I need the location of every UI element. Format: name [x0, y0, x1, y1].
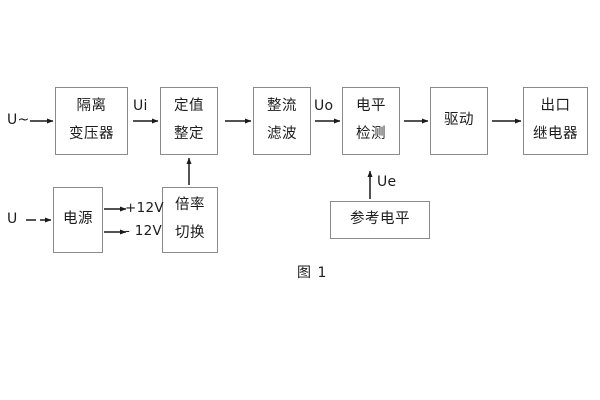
block-power-supply[interactable]: 电源 — [53, 187, 103, 253]
block-level-detection[interactable]: 电平 检测 — [342, 87, 400, 155]
block-setting-value-line1: 定值 — [174, 98, 204, 115]
label-ui: Ui — [133, 98, 148, 114]
block-level-detection-line2: 检测 — [356, 126, 386, 142]
block-multiplier-switch[interactable]: 倍率 切换 — [162, 187, 218, 253]
block-reference-level[interactable]: 参考电平 — [330, 201, 430, 239]
block-isolation-transformer-line1: 隔离 — [76, 98, 107, 115]
label-input-ac: U~ — [7, 112, 30, 128]
block-rectify-filter[interactable]: 整流 滤波 — [253, 87, 311, 155]
label-rail-positive: +12V — [125, 200, 164, 216]
label-ue: Ue — [377, 174, 397, 190]
block-reference-level-line1: 参考电平 — [350, 211, 410, 228]
figure-caption: 图 1 — [297, 265, 328, 281]
block-drive-line1: 驱动 — [444, 112, 474, 129]
label-rail-negative: - 12V — [125, 223, 163, 239]
block-isolation-transformer-line2: 变压器 — [69, 126, 114, 142]
block-setting-value-line2: 整定 — [174, 126, 204, 142]
block-isolation-transformer[interactable]: 隔离 变压器 — [55, 87, 128, 155]
label-uo: Uo — [314, 98, 334, 114]
block-multiplier-switch-line2: 切换 — [175, 225, 205, 241]
block-power-supply-line1: 电源 — [63, 211, 93, 228]
block-output-relay-line1: 出口 — [540, 98, 571, 115]
block-rectify-filter-line2: 滤波 — [267, 126, 297, 142]
label-input-dc: U — [7, 211, 18, 227]
block-setting-value[interactable]: 定值 整定 — [160, 87, 218, 155]
block-output-relay-line2: 继电器 — [533, 126, 578, 142]
block-output-relay[interactable]: 出口 继电器 — [523, 87, 588, 155]
block-drive[interactable]: 驱动 — [430, 87, 488, 155]
block-rectify-filter-line1: 整流 — [267, 98, 297, 115]
block-multiplier-switch-line1: 倍率 — [175, 197, 205, 214]
block-level-detection-line1: 电平 — [356, 98, 386, 115]
